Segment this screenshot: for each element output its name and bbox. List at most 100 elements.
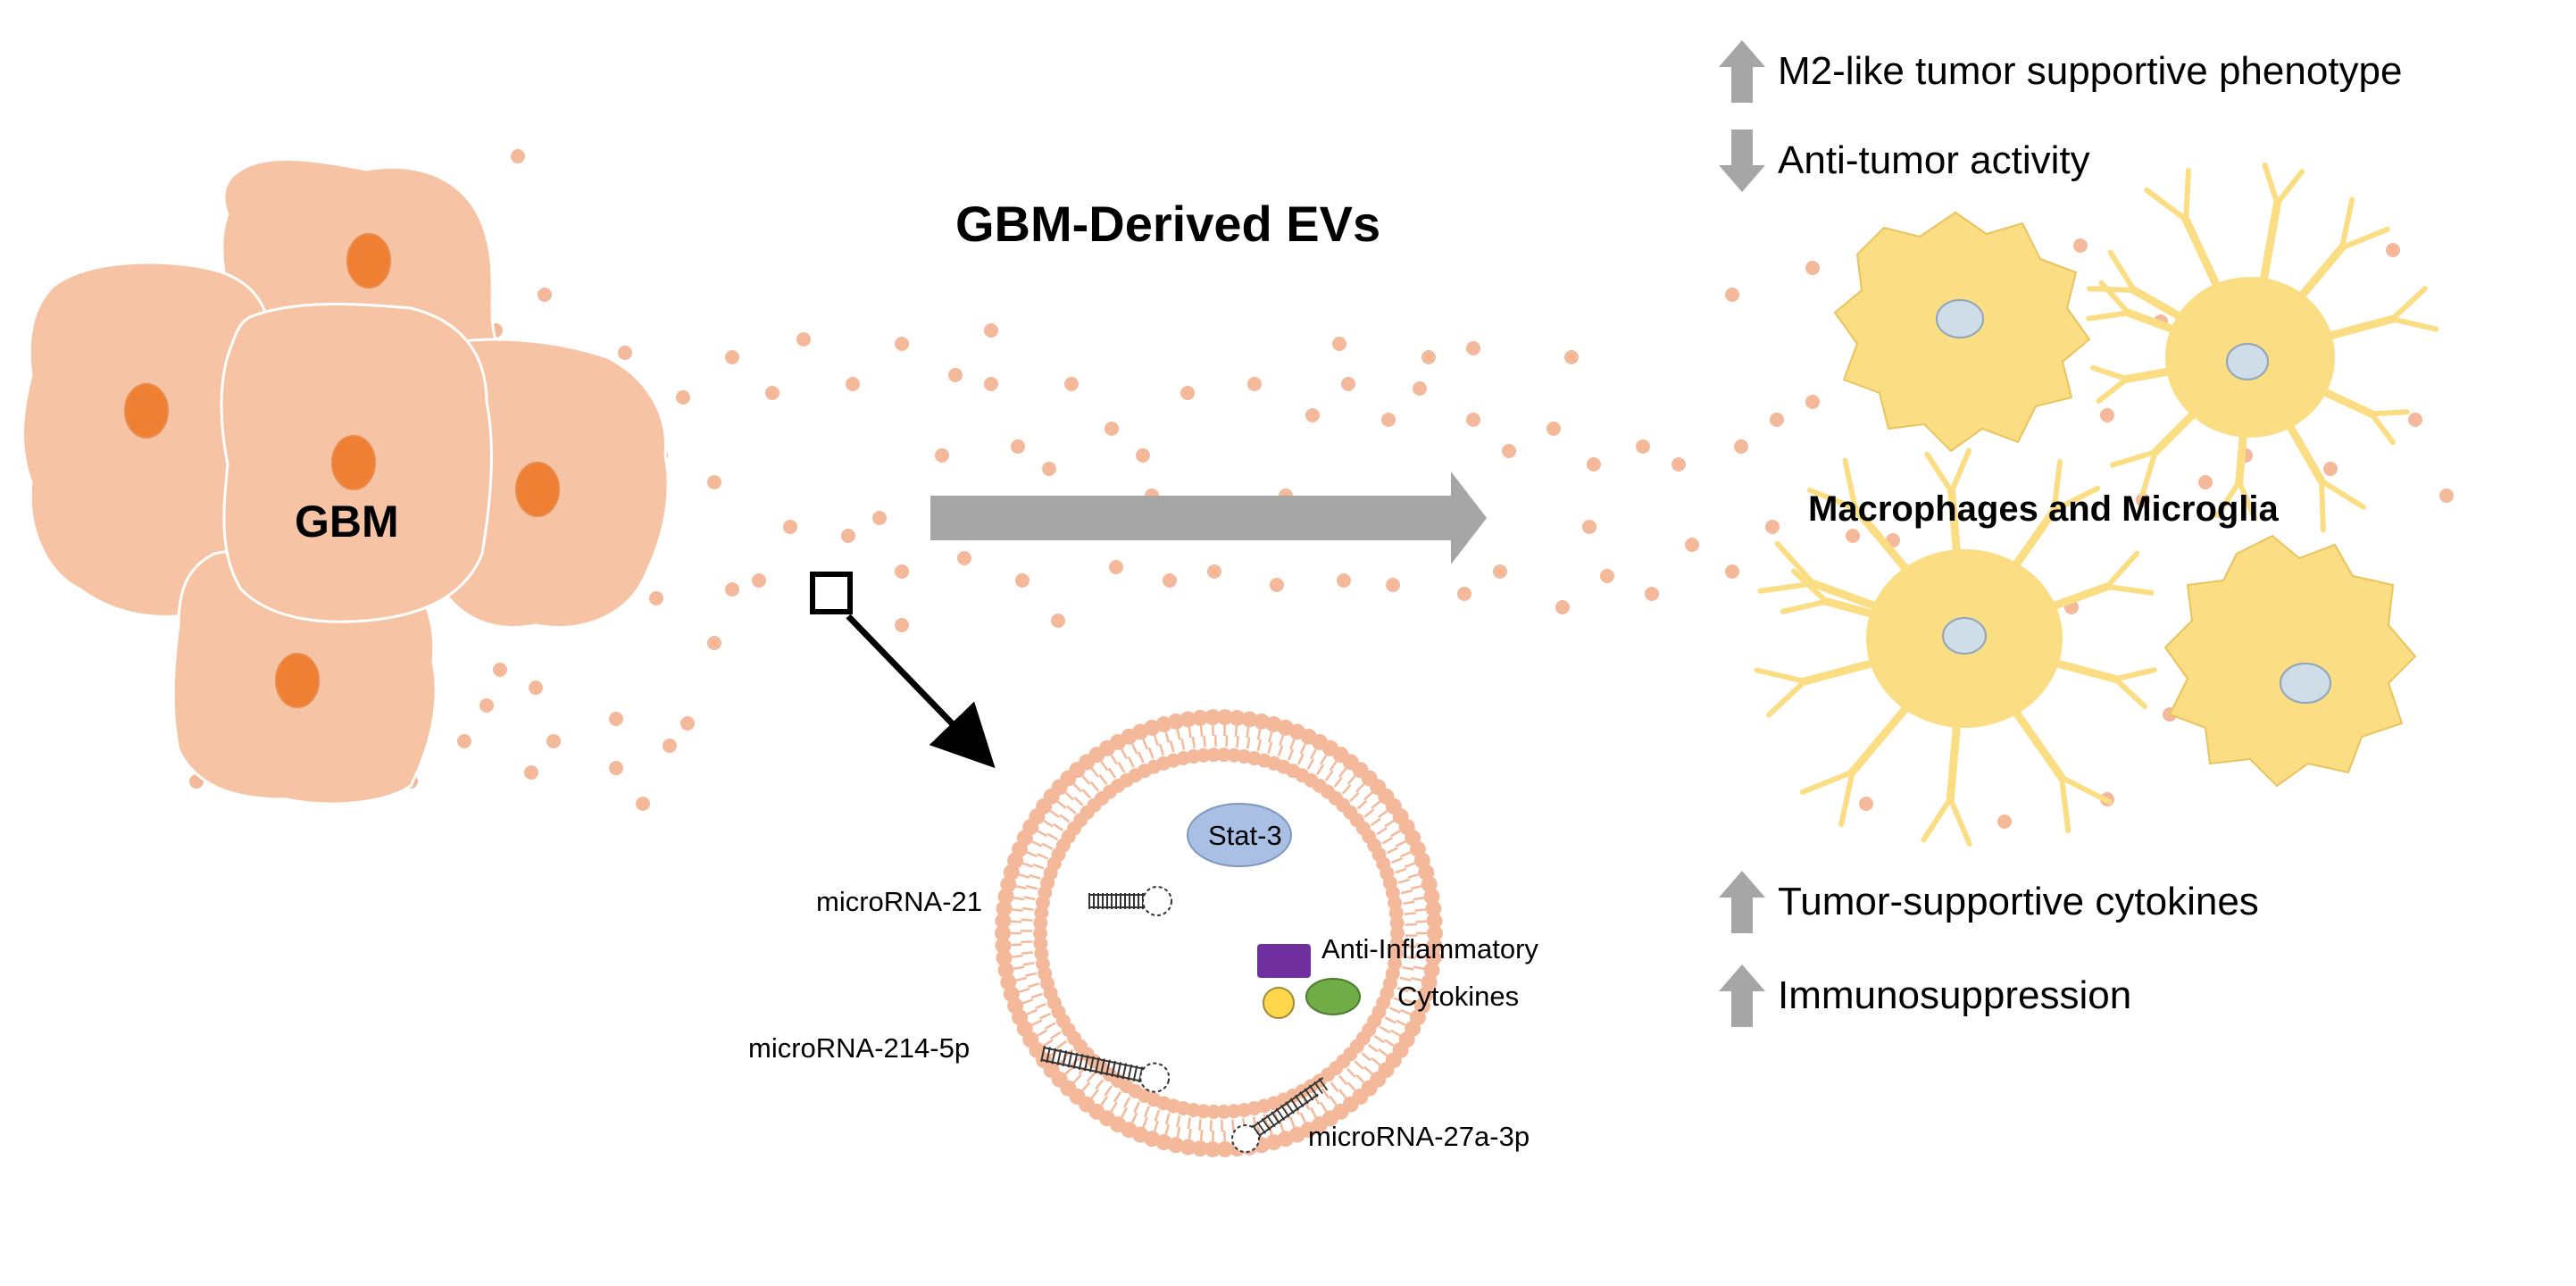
immune-cells bbox=[1754, 162, 2439, 847]
tumor-nucleus bbox=[346, 233, 391, 288]
ev-dot bbox=[1997, 814, 2012, 829]
ev-dot bbox=[1105, 422, 1119, 436]
tumor-nucleus bbox=[515, 462, 560, 517]
ev-dot bbox=[1466, 341, 1480, 355]
ev-dot bbox=[872, 511, 887, 525]
ev-dot bbox=[1015, 573, 1030, 588]
ev-dot bbox=[1332, 337, 1346, 351]
ev-dot bbox=[1765, 520, 1780, 534]
ev-dot bbox=[1846, 529, 1860, 543]
ev-dot bbox=[479, 698, 494, 713]
effect-text: M2-like tumor supportive phenotype bbox=[1778, 49, 2403, 93]
ev-dot bbox=[1582, 520, 1596, 534]
effect-text: Anti-tumor activity bbox=[1778, 138, 2090, 182]
mirna-27a-label: microRNA-27a-3p bbox=[1308, 1121, 1530, 1152]
ev-dot bbox=[1600, 569, 1614, 583]
ev-dot bbox=[2198, 475, 2213, 489]
ev-dot bbox=[1457, 587, 1471, 601]
ev-dot bbox=[1546, 422, 1561, 436]
ev-dot bbox=[1805, 395, 1820, 409]
ev-dot bbox=[765, 386, 779, 400]
cytokine-green bbox=[1305, 978, 1361, 1015]
ev-dot bbox=[1305, 408, 1320, 422]
gbm-tumor-cluster bbox=[21, 158, 670, 806]
immune-nucleus bbox=[2280, 663, 2331, 704]
ev-dot bbox=[796, 332, 811, 347]
ev-dot bbox=[707, 475, 721, 489]
down-arrow-icon bbox=[1719, 129, 1765, 192]
ev-dot bbox=[707, 636, 721, 650]
ev-dot bbox=[895, 618, 909, 632]
ev-dot bbox=[841, 529, 855, 543]
ev-dot bbox=[493, 663, 507, 677]
ev-dot bbox=[1180, 386, 1195, 400]
microglia-top-right bbox=[2086, 162, 2439, 533]
ev-dot bbox=[725, 582, 739, 597]
main-transfer-arrow bbox=[930, 472, 1487, 564]
effect-top-2: Anti-tumor activity bbox=[1719, 129, 2090, 192]
up-arrow-icon bbox=[1719, 871, 1765, 933]
immune-nucleus bbox=[1942, 617, 1987, 655]
ev-dot bbox=[1042, 462, 1056, 476]
ev-dot bbox=[1136, 448, 1150, 463]
ev-dot bbox=[538, 288, 552, 302]
ev-dot bbox=[1564, 350, 1579, 364]
ev-dot bbox=[1671, 457, 1686, 472]
ev-dot bbox=[2073, 238, 2088, 253]
ev-dot bbox=[1770, 413, 1784, 427]
ev-dot bbox=[846, 377, 860, 391]
ev-dot bbox=[1502, 444, 1516, 458]
immune-nucleus bbox=[2226, 343, 2269, 380]
target-cells-label: Macrophages and Microglia bbox=[1808, 489, 2279, 529]
ev-dot bbox=[609, 761, 623, 775]
ev-dot bbox=[546, 734, 561, 748]
ev-dot bbox=[1587, 457, 1601, 472]
ev-dot bbox=[1725, 564, 1739, 579]
ev-dot bbox=[1109, 560, 1123, 574]
ev-dot bbox=[2439, 489, 2454, 503]
ev-dot bbox=[511, 149, 525, 163]
ev-dot bbox=[1555, 600, 1570, 614]
extracellular-vesicle bbox=[995, 709, 1443, 1157]
ev-dot bbox=[895, 337, 909, 351]
ev-dot bbox=[1421, 350, 1436, 364]
ev-dot bbox=[676, 390, 690, 405]
ev-dot bbox=[2136, 493, 2150, 507]
tumor-nucleus bbox=[331, 435, 376, 490]
ev-dot bbox=[1493, 564, 1507, 579]
ev-dot bbox=[529, 681, 543, 695]
figure-title: GBM-Derived EVs bbox=[955, 196, 1381, 252]
vesicle-lumen bbox=[1013, 728, 1424, 1139]
ev-dot bbox=[1381, 413, 1396, 427]
ev-dot bbox=[1207, 564, 1221, 579]
ev-dot bbox=[935, 448, 949, 463]
up-arrow-icon bbox=[1719, 40, 1765, 103]
ev-dot bbox=[1051, 614, 1065, 628]
zoom-box bbox=[810, 572, 853, 614]
effect-top-1: M2-like tumor supportive phenotype bbox=[1719, 40, 2402, 103]
effect-text: Tumor-supportive cytokines bbox=[1778, 880, 2259, 923]
stat3-molecule bbox=[1187, 803, 1292, 867]
mirna-21-hairpin bbox=[1088, 886, 1172, 916]
ev-dot bbox=[649, 591, 663, 605]
ev-dot bbox=[1413, 381, 1427, 396]
mirna-214-hairpin bbox=[1040, 1045, 1171, 1093]
macrophage-bottom-right bbox=[2163, 534, 2417, 788]
ev-dot bbox=[1636, 439, 1650, 454]
cytokines-label-line1: Anti-Inflammatory bbox=[1321, 933, 1538, 964]
ev-dot bbox=[1734, 439, 1748, 454]
ev-dot bbox=[1064, 377, 1079, 391]
ev-dot bbox=[524, 765, 538, 780]
ev-dot bbox=[752, 573, 766, 588]
ev-dot bbox=[636, 797, 650, 811]
ev-dot bbox=[1386, 578, 1400, 592]
ev-dot bbox=[1337, 573, 1351, 588]
cytokine-yellow bbox=[1263, 987, 1295, 1019]
tumor-nucleus bbox=[124, 383, 169, 438]
ev-dot bbox=[1645, 587, 1659, 601]
ev-dot bbox=[1805, 261, 1820, 275]
ev-dot bbox=[1685, 538, 1699, 552]
effect-bottom-1: Tumor-supportive cytokines bbox=[1719, 871, 2259, 933]
